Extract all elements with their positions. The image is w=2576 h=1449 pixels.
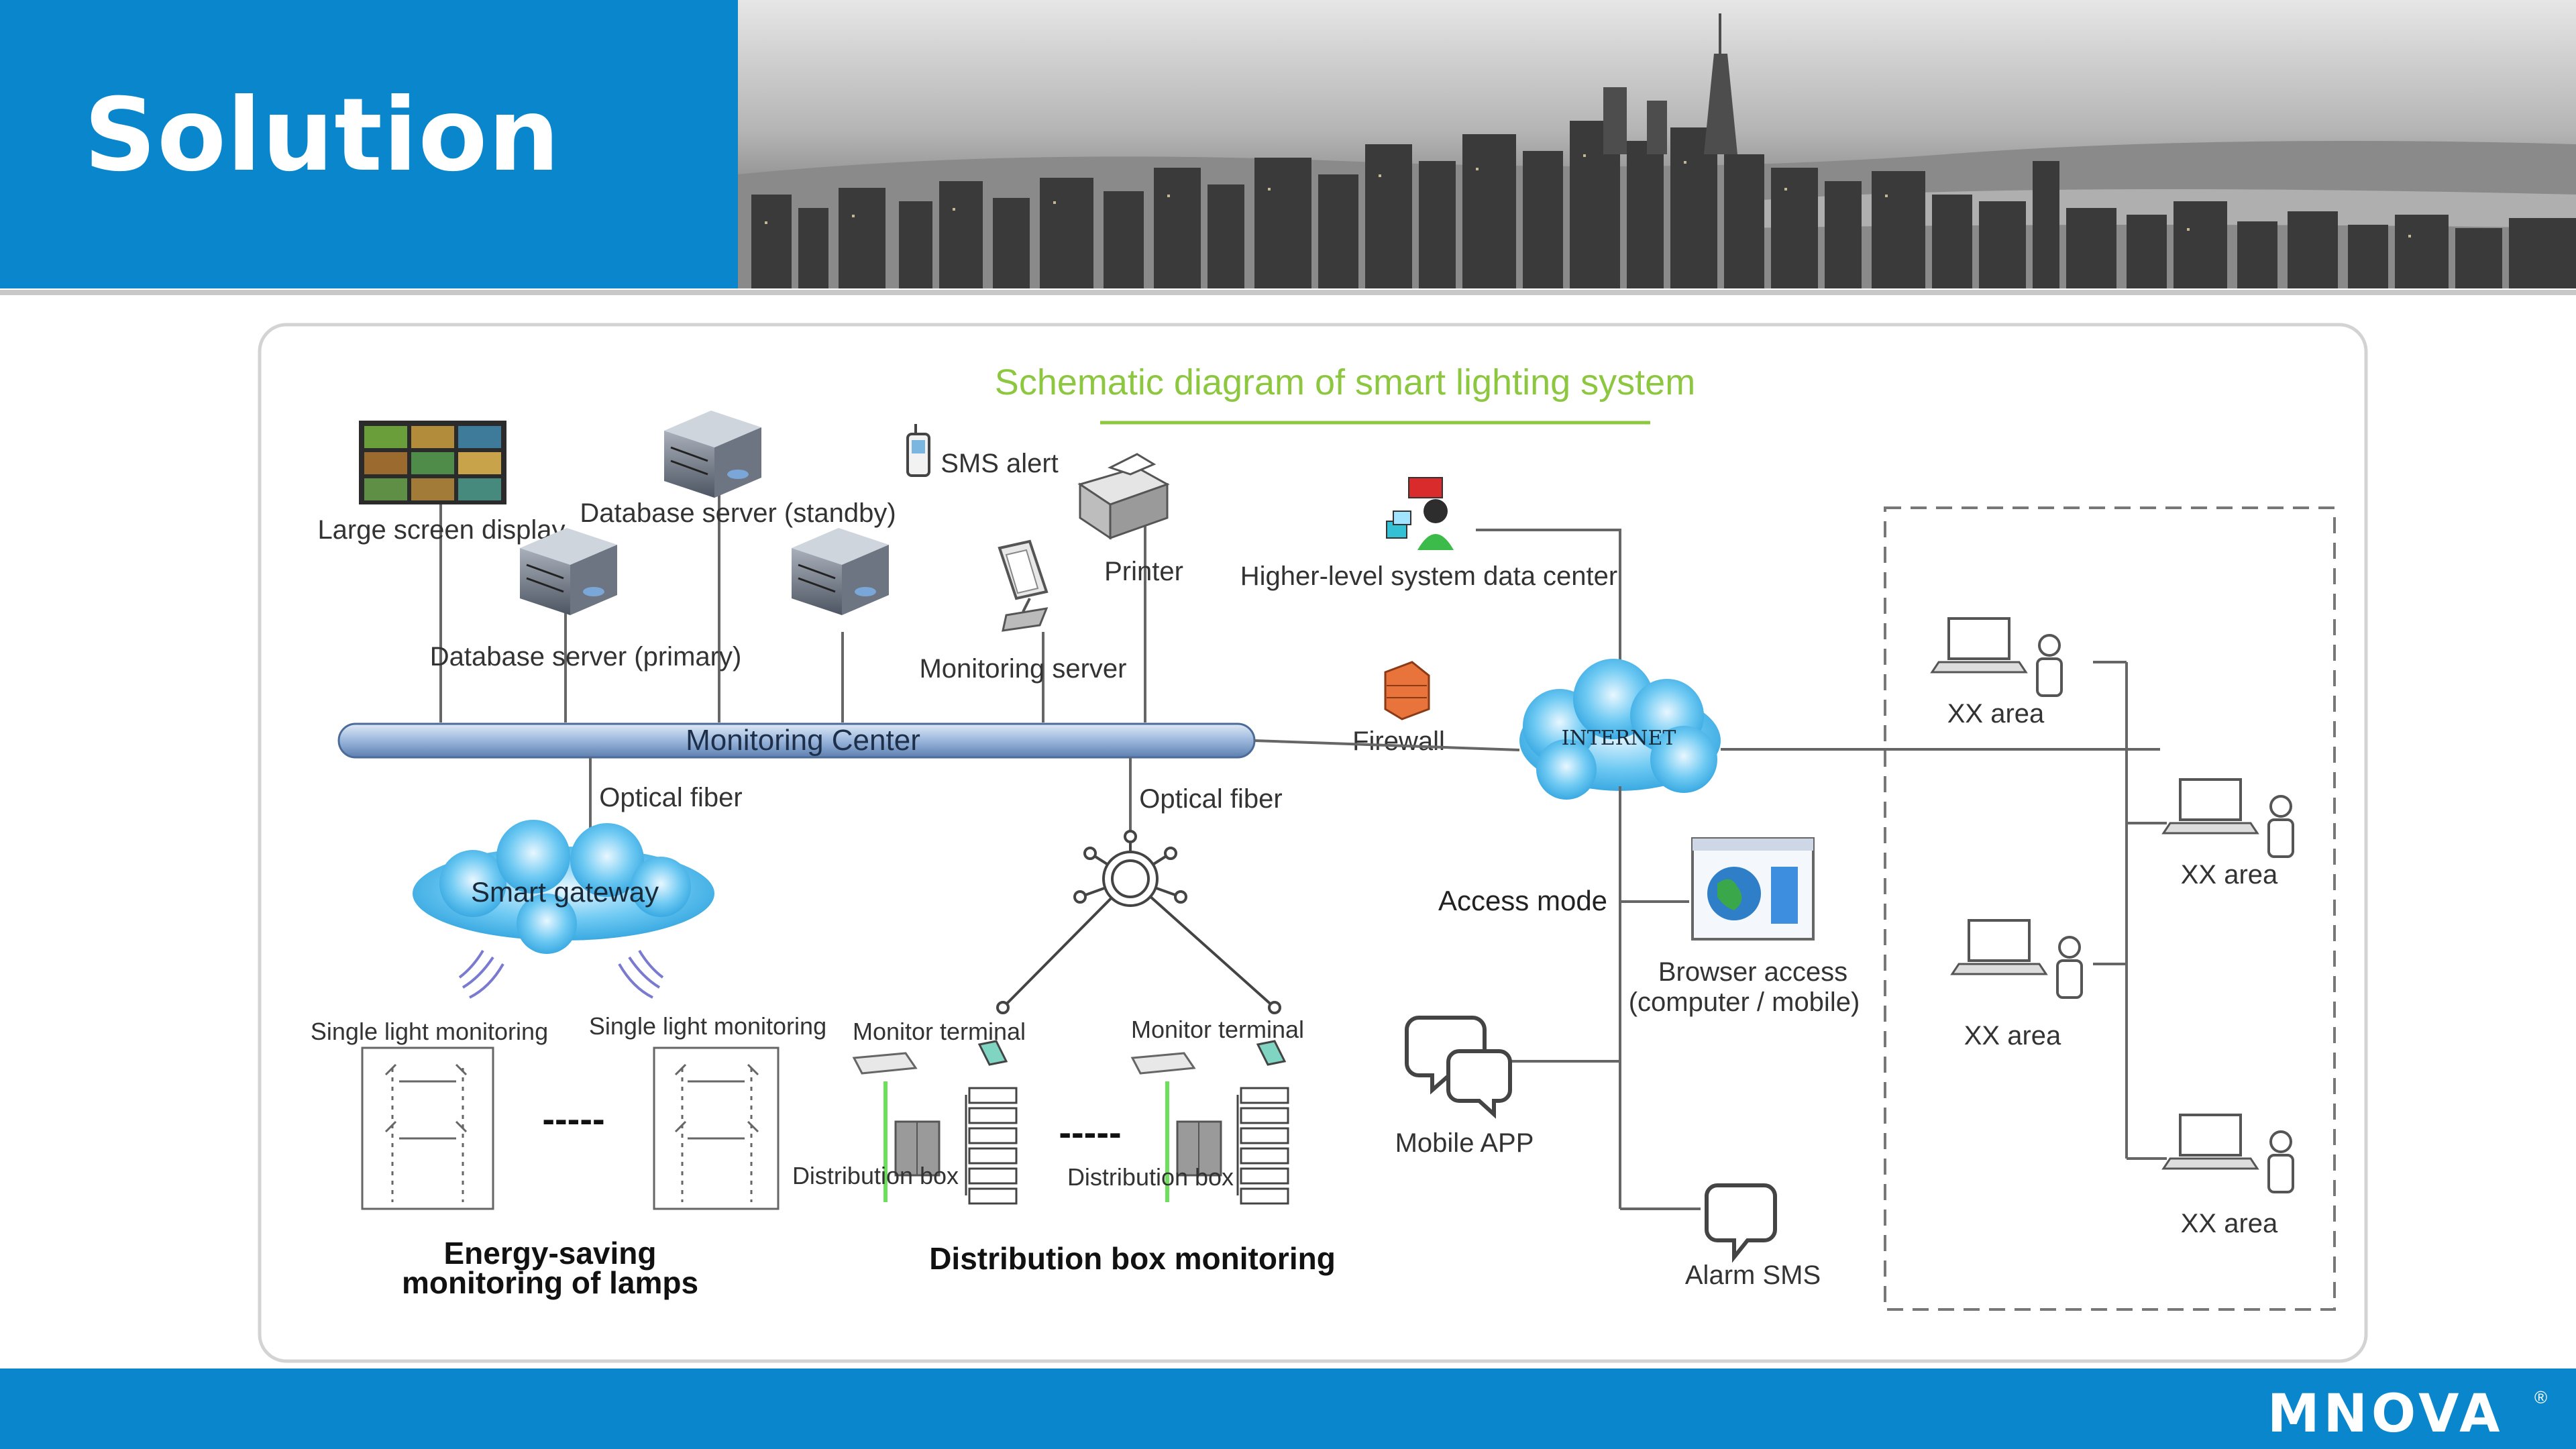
wireless-signal-icon: [458, 949, 664, 999]
monitor-terminal-device-icon: [852, 1040, 1008, 1075]
area-connectors: [2093, 661, 2167, 1160]
data-center-link: [1476, 529, 1621, 692]
label-smart-gateway: Smart gateway: [471, 876, 659, 908]
application-server-icon: [792, 528, 889, 615]
area-laptop-user-icon: [2161, 778, 2294, 858]
label-mobile-app: Mobile APP: [1395, 1128, 1534, 1158]
smart-lighting-diagram: Schematic diagram of smart lighting syst…: [258, 323, 2368, 1363]
monitor-terminal-device-icon: [1130, 1040, 1287, 1075]
label-large-screen: Large screen display: [317, 515, 565, 545]
db-standby-server-icon: [664, 411, 761, 498]
footer-band: [0, 1368, 2576, 1449]
distribution-cabinet-icon: [1176, 1120, 1222, 1177]
sms-phone-icon: [906, 424, 930, 477]
label-area-4: XX area: [2181, 1209, 2278, 1238]
registered-mark: ®: [2534, 1387, 2548, 1407]
breaker-stack-icon: [1236, 1087, 1289, 1205]
mobile-app-chat-icon: [1405, 1016, 1512, 1119]
ellipsis-boxes: -----: [1059, 1111, 1121, 1153]
street-lamp-layout-icon: [361, 1046, 494, 1210]
header-band: [0, 0, 738, 288]
remote-area-region: [1884, 506, 2336, 1311]
label-distribution-box-2: Distribution box: [1067, 1163, 1234, 1191]
label-browser-1: Browser access: [1658, 957, 1847, 987]
video-wall-icon: [359, 421, 506, 504]
label-area-2: XX area: [2181, 860, 2278, 890]
label-db-standby: Database server (standby): [580, 498, 896, 528]
bus-to-firewall-link: [1254, 739, 1520, 751]
label-optical-fiber-left: Optical fiber: [599, 783, 742, 812]
label-monitor-terminal-2: Monitor terminal: [1131, 1016, 1304, 1043]
city-skyline-banner: [738, 0, 2576, 288]
label-area-1: XX area: [1947, 699, 2045, 729]
breaker-stack-icon: [965, 1087, 1018, 1205]
label-access-mode: Access mode: [1438, 885, 1607, 916]
smart-gateway-cloud-icon: [413, 820, 714, 954]
label-energy-saving-1: Energy-saving: [444, 1236, 657, 1271]
label-area-3: XX area: [1964, 1021, 2061, 1051]
label-single-light-1: Single light monitoring: [311, 1018, 548, 1045]
label-optical-fiber-right: Optical fiber: [1139, 784, 1282, 814]
internet-cloud-icon: [1519, 659, 1721, 800]
header-divider: [0, 290, 2576, 295]
label-internet: INTERNET: [1562, 727, 1676, 750]
label-distribution-box-1: Distribution box: [792, 1162, 959, 1189]
label-single-light-2: Single light monitoring: [589, 1012, 826, 1040]
db-primary-server-icon: [520, 528, 617, 615]
area-laptop-user-icon: [1930, 617, 2063, 697]
label-printer: Printer: [1104, 557, 1183, 586]
fiber-hub-icon: [996, 830, 1281, 1014]
diagram-title: Schematic diagram of smart lighting syst…: [995, 362, 1695, 402]
label-alarm-sms: Alarm SMS: [1685, 1260, 1821, 1290]
label-sms-alert: SMS alert: [941, 449, 1059, 478]
label-db-primary: Database server (primary): [430, 642, 742, 672]
bus-label: Monitoring Center: [686, 724, 920, 757]
area-laptop-user-icon: [2161, 1114, 2294, 1193]
street-lamp-layout-icon: [653, 1046, 780, 1210]
top-connectors: [439, 476, 1146, 722]
label-higher-level: Higher-level system data center: [1240, 561, 1617, 591]
label-firewall: Firewall: [1352, 727, 1445, 756]
ellipsis-lamps: -----: [542, 1097, 604, 1140]
access-trunk: [1506, 748, 2160, 1210]
label-energy-saving-2: monitoring of lamps: [402, 1265, 698, 1300]
label-monitoring-server: Monitoring server: [919, 654, 1126, 684]
browser-window-icon: [1691, 837, 1815, 941]
mnova-logo: MNOVA: [2267, 1384, 2504, 1444]
page-title: Solution: [84, 77, 561, 194]
distribution-cabinet-icon: [894, 1120, 941, 1177]
printer-icon: [1077, 453, 1170, 540]
label-distribution-monitoring: Distribution box monitoring: [929, 1241, 1336, 1276]
diagram-frame: [258, 323, 2368, 1363]
alarm-sms-bubble-icon: [1705, 1183, 1777, 1263]
label-monitor-terminal-1: Monitor terminal: [853, 1018, 1026, 1045]
firewall-icon: [1384, 661, 1430, 720]
data-center-user-icon: [1386, 477, 1454, 550]
monitoring-server-icon: [998, 539, 1049, 632]
label-browser-2: (computer / mobile): [1629, 987, 1860, 1017]
area-laptop-user-icon: [1950, 919, 2083, 999]
